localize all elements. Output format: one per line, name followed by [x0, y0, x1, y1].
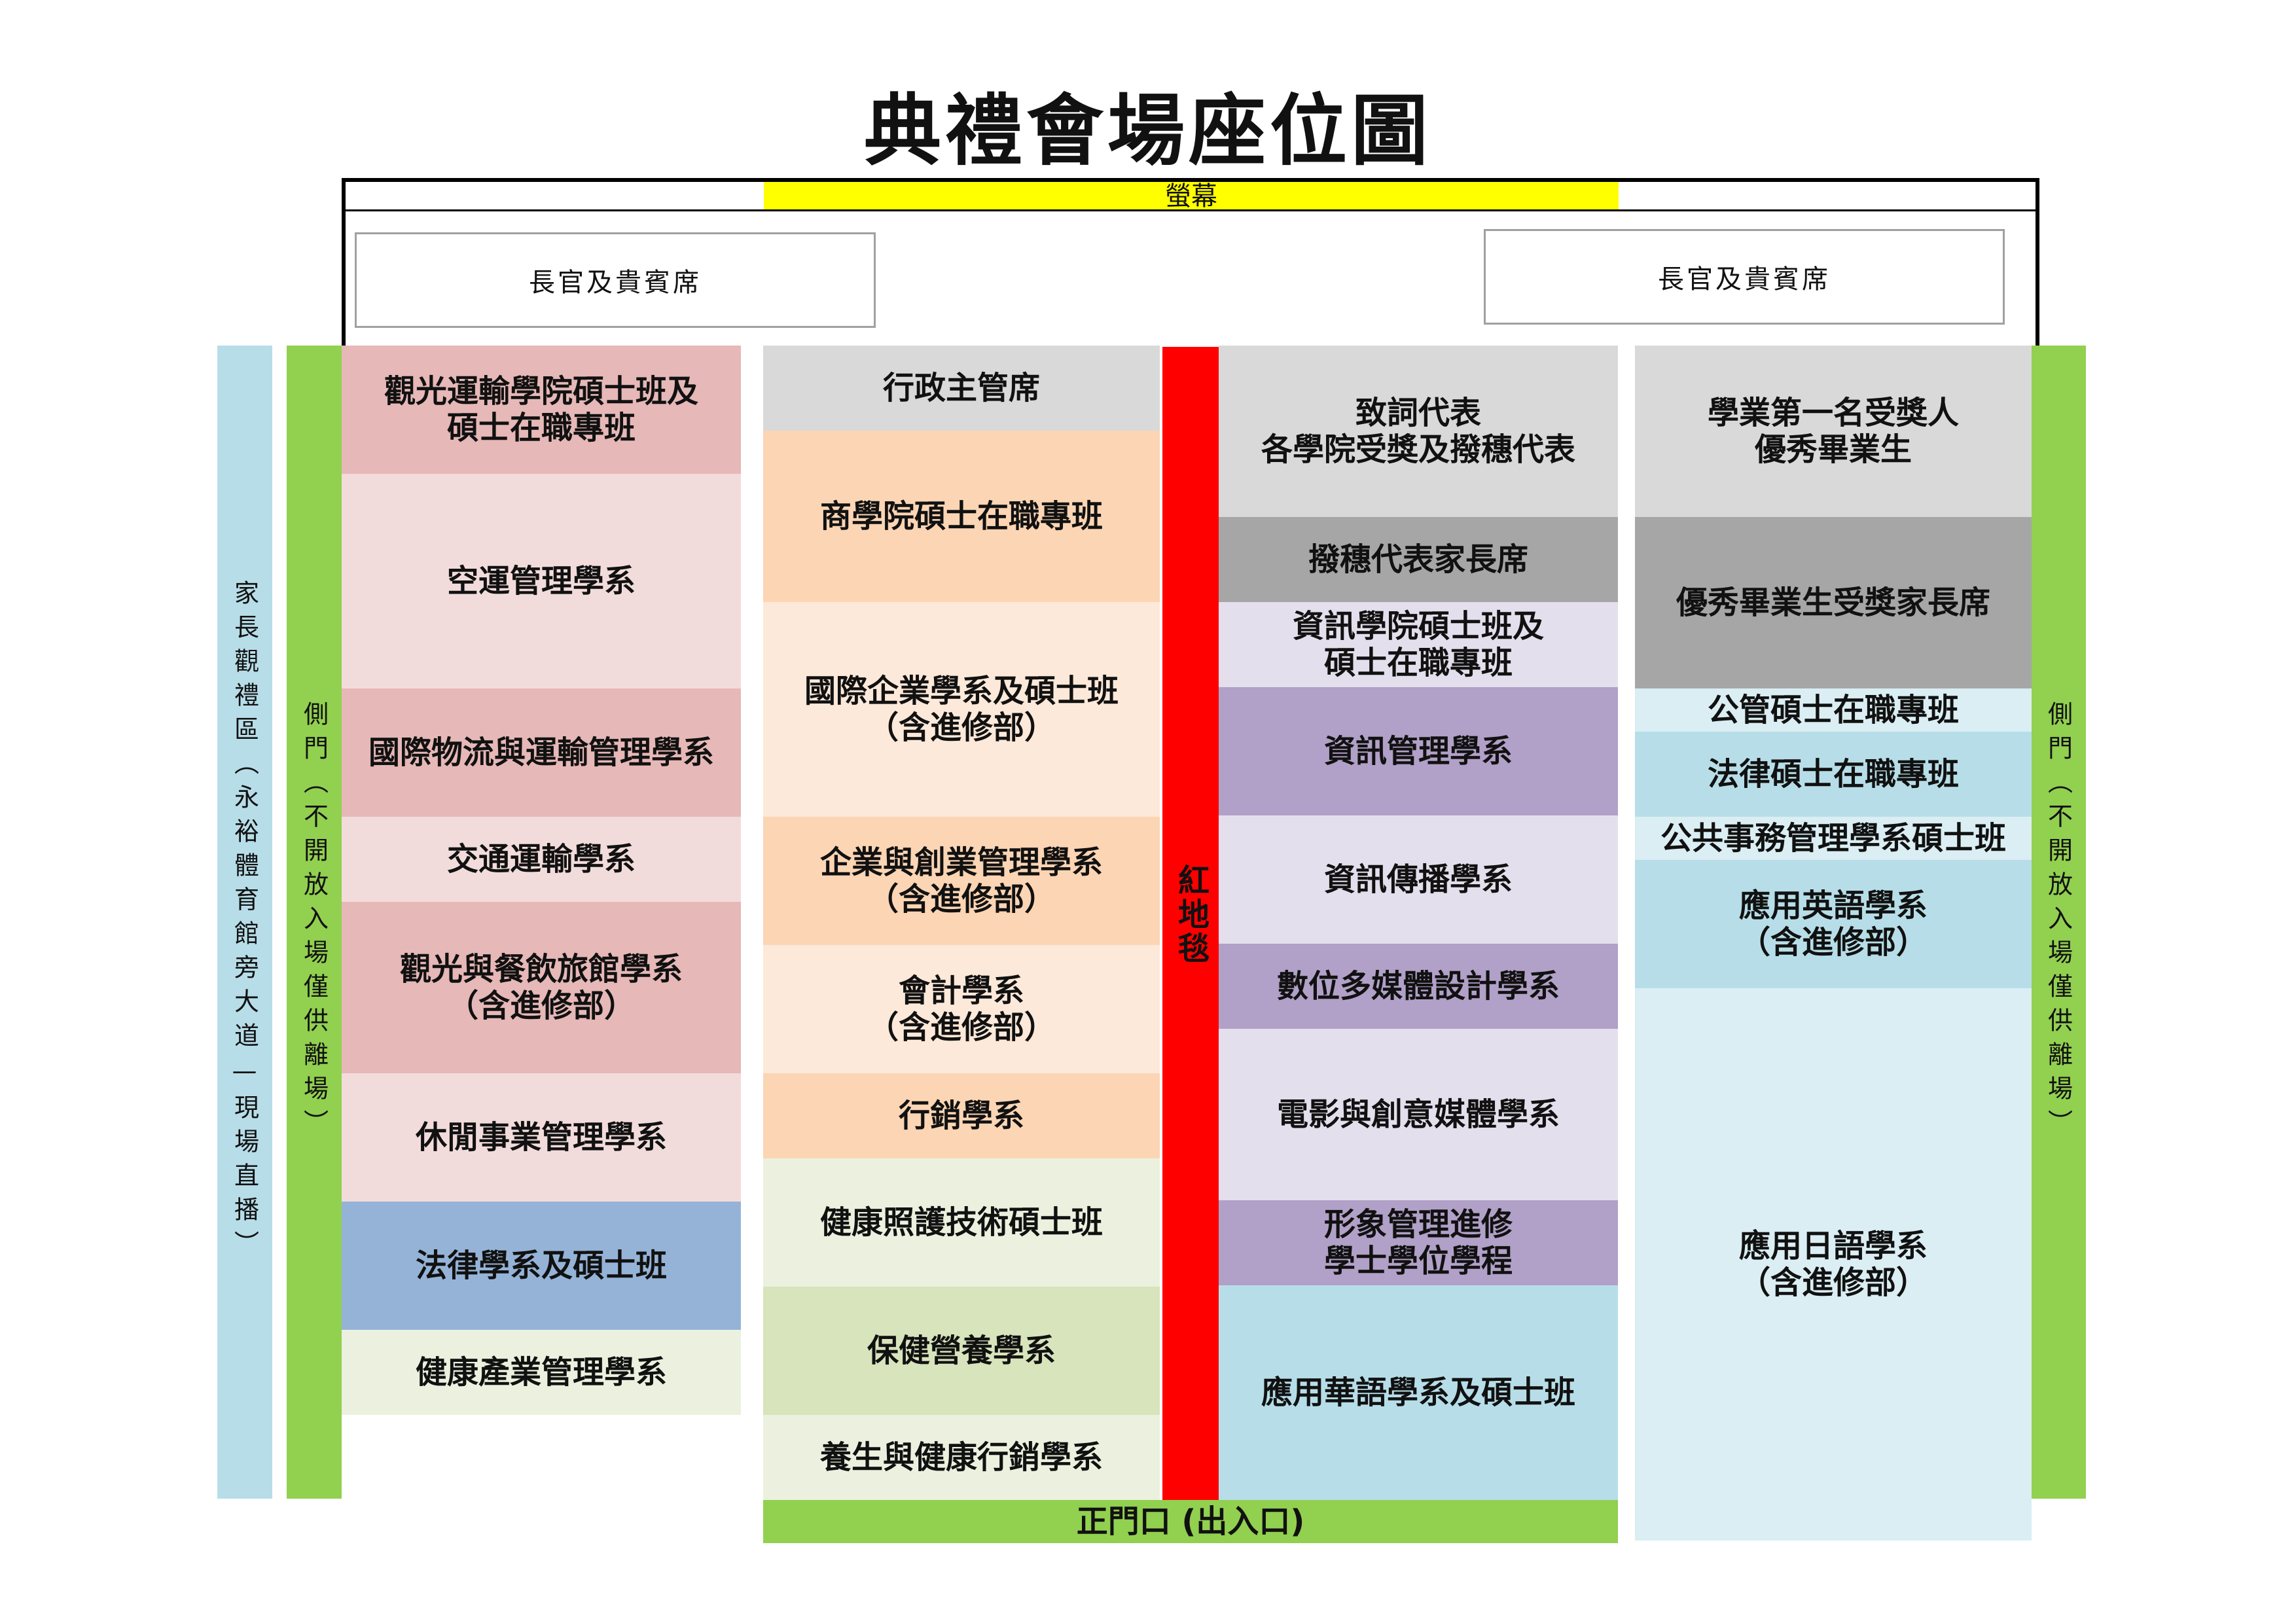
- seat-block-label: 觀光運輸學院碩士班及: [384, 373, 698, 410]
- column3-seat-block: 應用華語學系及碩士班: [1219, 1285, 1618, 1500]
- seat-block-label: （含進修部）: [867, 709, 1056, 746]
- seat-block-label: 資訊學院碩士班及: [1292, 608, 1544, 645]
- seat-block-label: 觀光與餐飲旅館學系: [399, 951, 683, 988]
- vip-seating-right: 長官及貴賓席: [1484, 229, 2005, 325]
- seat-block-label: 法律碩士在職專班: [1707, 756, 1959, 793]
- seat-block-label: 法律學系及碩士班: [415, 1247, 667, 1284]
- screen-label: 螢幕: [764, 182, 1619, 211]
- column2-seat-block: 國際企業學系及碩士班（含進修部）: [763, 602, 1160, 817]
- seat-block-label: 碩士在職專班: [1323, 645, 1513, 681]
- side-door-right-label: 側門（不開放入場僅供離場）: [2043, 701, 2073, 1143]
- seat-block-label: 行銷學系: [898, 1097, 1024, 1134]
- seat-block-label: 撥穗代表家長席: [1308, 541, 1528, 578]
- seat-block-label: 保健營養學系: [867, 1332, 1056, 1369]
- seat-block-label: 優秀畢業生: [1754, 431, 1912, 468]
- column1-seat-block: 健康產業管理學系: [342, 1330, 741, 1415]
- seat-block-label: 資訊管理學系: [1323, 733, 1513, 770]
- seat-block-label: 優秀畢業生受獎家長席: [1676, 584, 1990, 621]
- column4-seat-block: 應用日語學系（含進修部）: [1635, 988, 2032, 1541]
- column4-seat-block: 公管碩士在職專班: [1635, 688, 2032, 732]
- seat-block-label: （含進修部）: [1738, 924, 1928, 961]
- column2-seat-block: 行政主管席: [763, 346, 1160, 431]
- seat-block-label: 交通運輸學系: [446, 841, 636, 878]
- vip-seating-left: 長官及貴賓席: [355, 232, 876, 328]
- red-carpet: 紅地毯: [1162, 347, 1219, 1505]
- column2-seat-block: 企業與創業管理學系（含進修部）: [763, 817, 1160, 945]
- seat-block-label: 公共事務管理學系碩士班: [1660, 820, 2006, 857]
- seat-block-label: （含進修部）: [446, 988, 636, 1024]
- column4-seat-block: 應用英語學系（含進修部）: [1635, 860, 2032, 988]
- column1-seat-block: 國際物流與運輸管理學系: [342, 688, 741, 817]
- column4-seat-block: 學業第一名受獎人優秀畢業生: [1635, 346, 2032, 517]
- column1-seat-block: 休閒事業管理學系: [342, 1073, 741, 1202]
- column3-seat-block: 資訊傳播學系: [1219, 815, 1618, 944]
- column4-seat-block: 公共事務管理學系碩士班: [1635, 817, 2032, 860]
- seat-block-label: 數位多媒體設計學系: [1276, 968, 1560, 1005]
- seat-block-label: 養生與健康行銷學系: [819, 1439, 1103, 1476]
- side-door-left: 側門（不開放入場僅供離場）: [287, 346, 342, 1499]
- side-door-right: 側門（不開放入場僅供離場）: [2031, 346, 2086, 1499]
- column3-seat-block: 資訊管理學系: [1219, 687, 1618, 815]
- seat-block-label: 致詞代表: [1355, 395, 1481, 431]
- seat-block-label: 電影與創意媒體學系: [1276, 1096, 1560, 1133]
- page-title: 典禮會場座位圖: [863, 86, 1432, 176]
- seat-block-label: 健康照護技術碩士班: [819, 1204, 1103, 1241]
- column2-seat-block: 商學院碩士在職專班: [763, 431, 1160, 602]
- column1-seat-block: 空運管理學系: [342, 474, 741, 688]
- column1-seat-block: 觀光運輸學院碩士班及碩士在職專班: [342, 346, 741, 474]
- column1-seat-block: 法律學系及碩士班: [342, 1202, 741, 1330]
- column2-seat-block: 養生與健康行銷學系: [763, 1415, 1160, 1500]
- main-entrance: 正門口 (出入口): [763, 1500, 1618, 1543]
- stage-divider: [342, 209, 2039, 211]
- seat-block-label: 應用英語學系: [1738, 887, 1928, 924]
- column4-seat-block: 優秀畢業生受獎家長席: [1635, 517, 2032, 688]
- column4-seat-block: 法律碩士在職專班: [1635, 732, 2032, 817]
- column3-seat-block: 數位多媒體設計學系: [1219, 944, 1618, 1029]
- seat-block-label: （含進修部）: [867, 881, 1056, 918]
- seat-block-label: （含進修部）: [867, 1009, 1056, 1046]
- seat-block-label: 國際企業學系及碩士班: [804, 673, 1119, 709]
- column3-seat-block: 撥穗代表家長席: [1219, 517, 1618, 602]
- stage-frame: [342, 178, 2039, 355]
- column2-seat-block: 會計學系（含進修部）: [763, 945, 1160, 1073]
- seat-block-label: 公管碩士在職專班: [1707, 692, 1959, 728]
- parent-viewing-area-label: 家長觀禮區（永裕體育館旁大道—現場直播）: [230, 580, 259, 1264]
- seat-block-label: 健康產業管理學系: [415, 1354, 667, 1391]
- seat-block-label: 商學院碩士在職專班: [819, 498, 1103, 535]
- seat-block-label: 休閒事業管理學系: [415, 1119, 667, 1156]
- column3-seat-block: 資訊學院碩士班及碩士在職專班: [1219, 602, 1618, 687]
- column1-seat-block: 交通運輸學系: [342, 817, 741, 902]
- seat-block-label: 應用日語學系: [1738, 1228, 1928, 1264]
- seat-block-label: 企業與創業管理學系: [819, 844, 1103, 881]
- seat-block-label: 形象管理進修: [1323, 1206, 1513, 1243]
- column3-seat-block: 形象管理進修學士學位學程: [1219, 1200, 1618, 1285]
- seat-block-label: 資訊傳播學系: [1323, 861, 1513, 898]
- column2-seat-block: 行銷學系: [763, 1073, 1160, 1158]
- column2-seat-block: 保健營養學系: [763, 1287, 1160, 1415]
- seat-block-label: 碩士在職專班: [446, 410, 636, 446]
- column3-seat-block: 電影與創意媒體學系: [1219, 1029, 1618, 1200]
- column2-seat-block: 健康照護技術碩士班: [763, 1158, 1160, 1287]
- seat-block-label: 應用華語學系及碩士班: [1261, 1374, 1575, 1411]
- red-carpet-label: 紅地毯: [1172, 864, 1209, 966]
- seat-block-label: 國際物流與運輸管理學系: [368, 734, 714, 771]
- seat-block-label: 各學院受獎及撥穗代表: [1261, 431, 1575, 468]
- column1-seat-block: 觀光與餐飲旅館學系（含進修部）: [342, 902, 741, 1073]
- side-door-left-label: 側門（不開放入場僅供離場）: [299, 701, 329, 1143]
- seat-block-label: 學業第一名受獎人: [1707, 395, 1959, 431]
- seat-block-label: 行政主管席: [882, 370, 1040, 406]
- seat-block-label: 空運管理學系: [446, 563, 636, 599]
- column3-seat-block: 致詞代表各學院受獎及撥穗代表: [1219, 346, 1618, 517]
- seat-block-label: （含進修部）: [1738, 1264, 1928, 1301]
- seat-block-label: 會計學系: [898, 972, 1024, 1009]
- parent-viewing-area: 家長觀禮區（永裕體育館旁大道—現場直播）: [217, 346, 272, 1499]
- seat-block-label: 學士學位學程: [1323, 1243, 1513, 1279]
